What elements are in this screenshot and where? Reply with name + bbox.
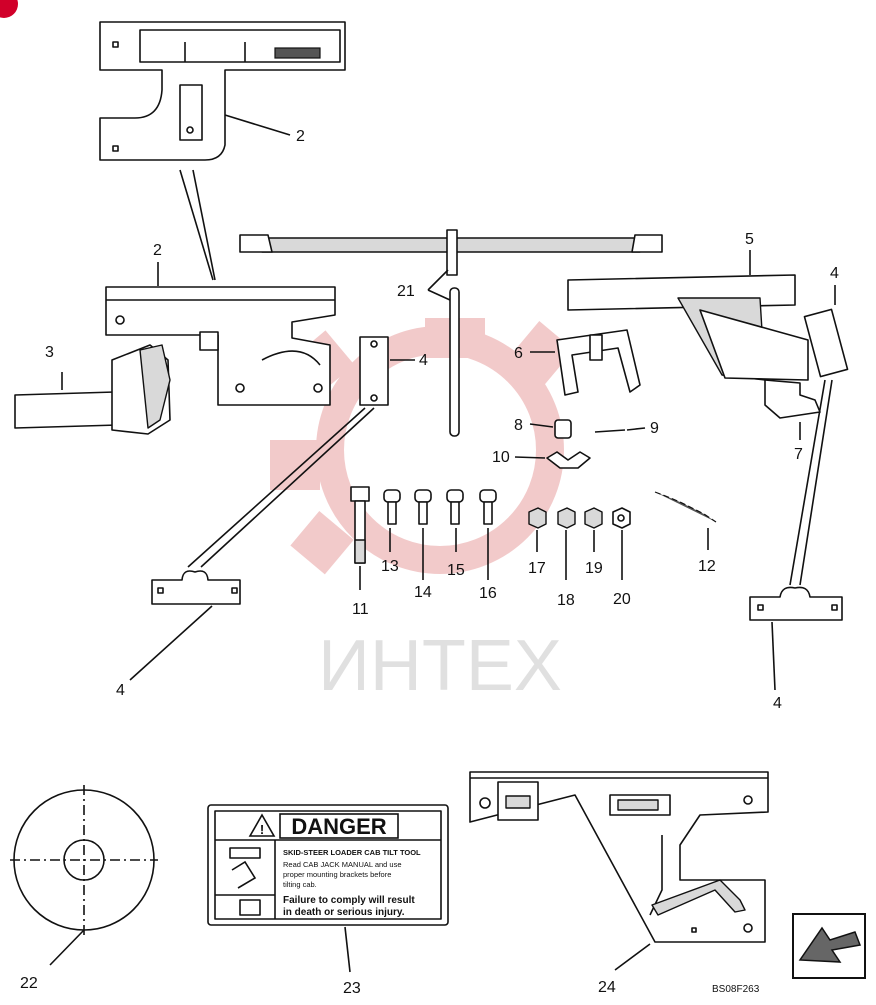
callouts: 2 2 3 4 4 4 4 5 6 7 8 9 10 11 12 13 14 1… bbox=[20, 128, 839, 997]
callout-21: 21 bbox=[397, 283, 415, 300]
pad-part-left bbox=[359, 336, 389, 406]
watermark-text: ИНТЕХ bbox=[318, 626, 562, 706]
decal-line3: tilting cab. bbox=[283, 880, 317, 889]
handle-part bbox=[14, 344, 171, 435]
leader-lines bbox=[61, 114, 836, 691]
callout-7: 7 bbox=[794, 446, 803, 463]
callout-5: 5 bbox=[745, 231, 754, 248]
callout-18: 18 bbox=[557, 592, 575, 609]
rod-assembly bbox=[239, 229, 663, 437]
callout-3: 3 bbox=[45, 344, 54, 361]
callout-19: 19 bbox=[585, 560, 603, 577]
callout-16: 16 bbox=[479, 585, 497, 602]
pad-part-right bbox=[803, 308, 849, 378]
warning-triangle-icon bbox=[248, 813, 276, 837]
bracket-assembly bbox=[469, 771, 769, 971]
callout-13: 13 bbox=[381, 558, 399, 575]
callout-15: 15 bbox=[447, 562, 465, 579]
callout-2b: 2 bbox=[153, 242, 162, 259]
callout-12: 12 bbox=[698, 558, 716, 575]
right-bracket bbox=[567, 274, 821, 419]
svg-text:!: ! bbox=[260, 822, 264, 837]
decal-warn1: Failure to comply will result bbox=[283, 895, 415, 906]
callout-6: 6 bbox=[514, 345, 523, 362]
callout-14: 14 bbox=[414, 584, 432, 601]
callout-11: 11 bbox=[352, 601, 369, 618]
corner-badge-icon bbox=[0, 0, 18, 18]
callout-4c: 4 bbox=[830, 265, 839, 282]
small-bracket-right bbox=[749, 586, 843, 621]
callout-22: 22 bbox=[20, 975, 38, 992]
left-bracket bbox=[105, 286, 336, 406]
decal-heading: DANGER bbox=[291, 814, 386, 839]
callout-24: 24 bbox=[598, 979, 616, 996]
callout-2a: 2 bbox=[296, 128, 305, 145]
small-bracket-left bbox=[151, 570, 241, 605]
nut-19 bbox=[584, 507, 603, 529]
bolt-13 bbox=[383, 489, 401, 525]
bolt-16 bbox=[479, 489, 497, 525]
bolt-14 bbox=[414, 489, 432, 525]
figure-code: BS08F263 bbox=[712, 984, 760, 995]
top-bracket bbox=[99, 21, 346, 161]
hardware bbox=[350, 419, 717, 564]
decal-subheading: SKID-STEER LOADER CAB TILT TOOL bbox=[283, 848, 421, 857]
danger-decal: ! DANGER SKID-STEER LOADER CAB TILT TOOL… bbox=[207, 804, 449, 973]
bolt-11 bbox=[350, 486, 370, 564]
bolt-15 bbox=[446, 489, 464, 525]
washer-part bbox=[10, 785, 158, 966]
callout-4a: 4 bbox=[419, 352, 428, 369]
callout-9: 9 bbox=[650, 420, 659, 437]
u-bracket bbox=[556, 329, 641, 396]
callout-17: 17 bbox=[528, 560, 546, 577]
arrow-down-left-icon[interactable] bbox=[792, 913, 866, 979]
callout-20: 20 bbox=[613, 591, 631, 608]
callout-10: 10 bbox=[492, 449, 510, 466]
decal-line1: Read CAB JACK MANUAL and use bbox=[283, 860, 402, 869]
callout-4b: 4 bbox=[116, 682, 125, 699]
chain-12 bbox=[654, 491, 717, 523]
callout-4d: 4 bbox=[773, 695, 782, 712]
nut-18 bbox=[557, 507, 576, 529]
decal-line2: proper mounting brackets before bbox=[283, 870, 391, 879]
nut-17 bbox=[528, 507, 547, 529]
callout-23: 23 bbox=[343, 980, 361, 997]
callout-8: 8 bbox=[514, 417, 523, 434]
decal-warn2: in death or serious injury. bbox=[283, 907, 405, 918]
